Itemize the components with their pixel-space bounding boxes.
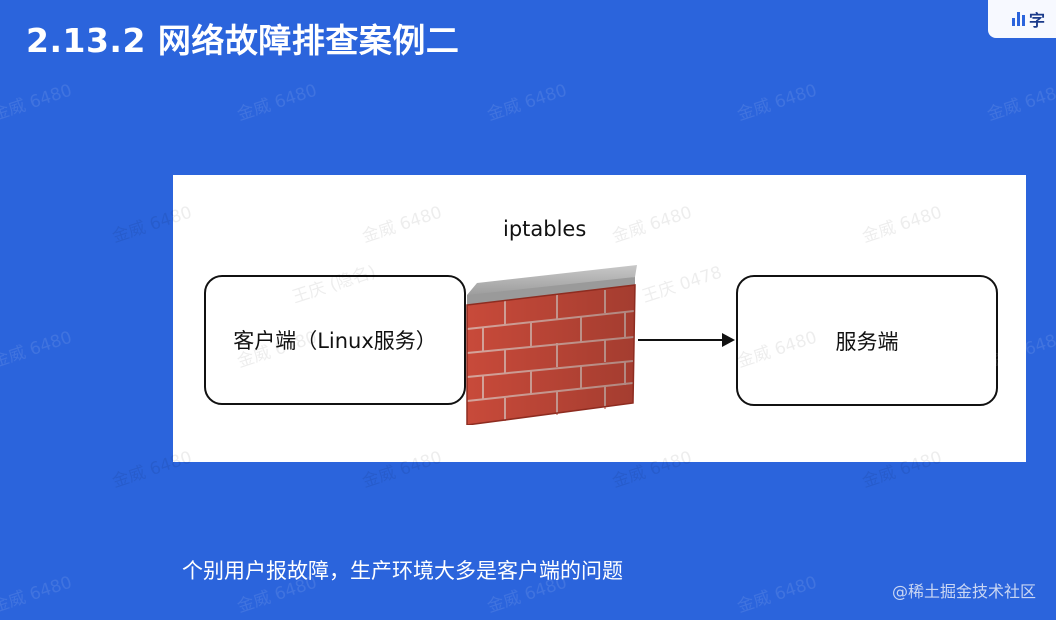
watermark: 金威 6480 bbox=[984, 80, 1056, 126]
watermark: 金威 6480 bbox=[734, 572, 820, 618]
watermark: 金威 6480 bbox=[234, 80, 320, 126]
watermark: 金威 6480 bbox=[0, 327, 75, 373]
diagram-panel: 客户端（Linux服务） iptables bbox=[173, 175, 1026, 462]
arrow-icon bbox=[638, 333, 735, 347]
watermark: 金威 6480 bbox=[484, 80, 570, 126]
watermark: 金威 6480 bbox=[0, 80, 75, 126]
corner-logo: 字 bbox=[988, 0, 1056, 38]
iptables-label: iptables bbox=[503, 217, 587, 241]
logo-text: 字 bbox=[1029, 11, 1046, 30]
client-label: 客户端（Linux服务） bbox=[233, 329, 437, 353]
firewall-icon bbox=[466, 265, 637, 425]
server-node: 服务端 bbox=[736, 275, 998, 406]
watermark: 金威 6480 bbox=[0, 572, 75, 618]
server-label: 服务端 bbox=[835, 329, 899, 354]
watermark: 金威 6480 bbox=[734, 80, 820, 126]
bar-chart-icon bbox=[1012, 12, 1025, 26]
slide-title: 2.13.2 网络故障排查案例二 bbox=[26, 21, 460, 60]
footer-caption: 个别用户报故障，生产环境大多是客户端的问题 bbox=[182, 559, 623, 583]
source-credit: @稀土掘金技术社区 bbox=[891, 582, 1036, 601]
client-node: 客户端（Linux服务） bbox=[204, 275, 466, 405]
